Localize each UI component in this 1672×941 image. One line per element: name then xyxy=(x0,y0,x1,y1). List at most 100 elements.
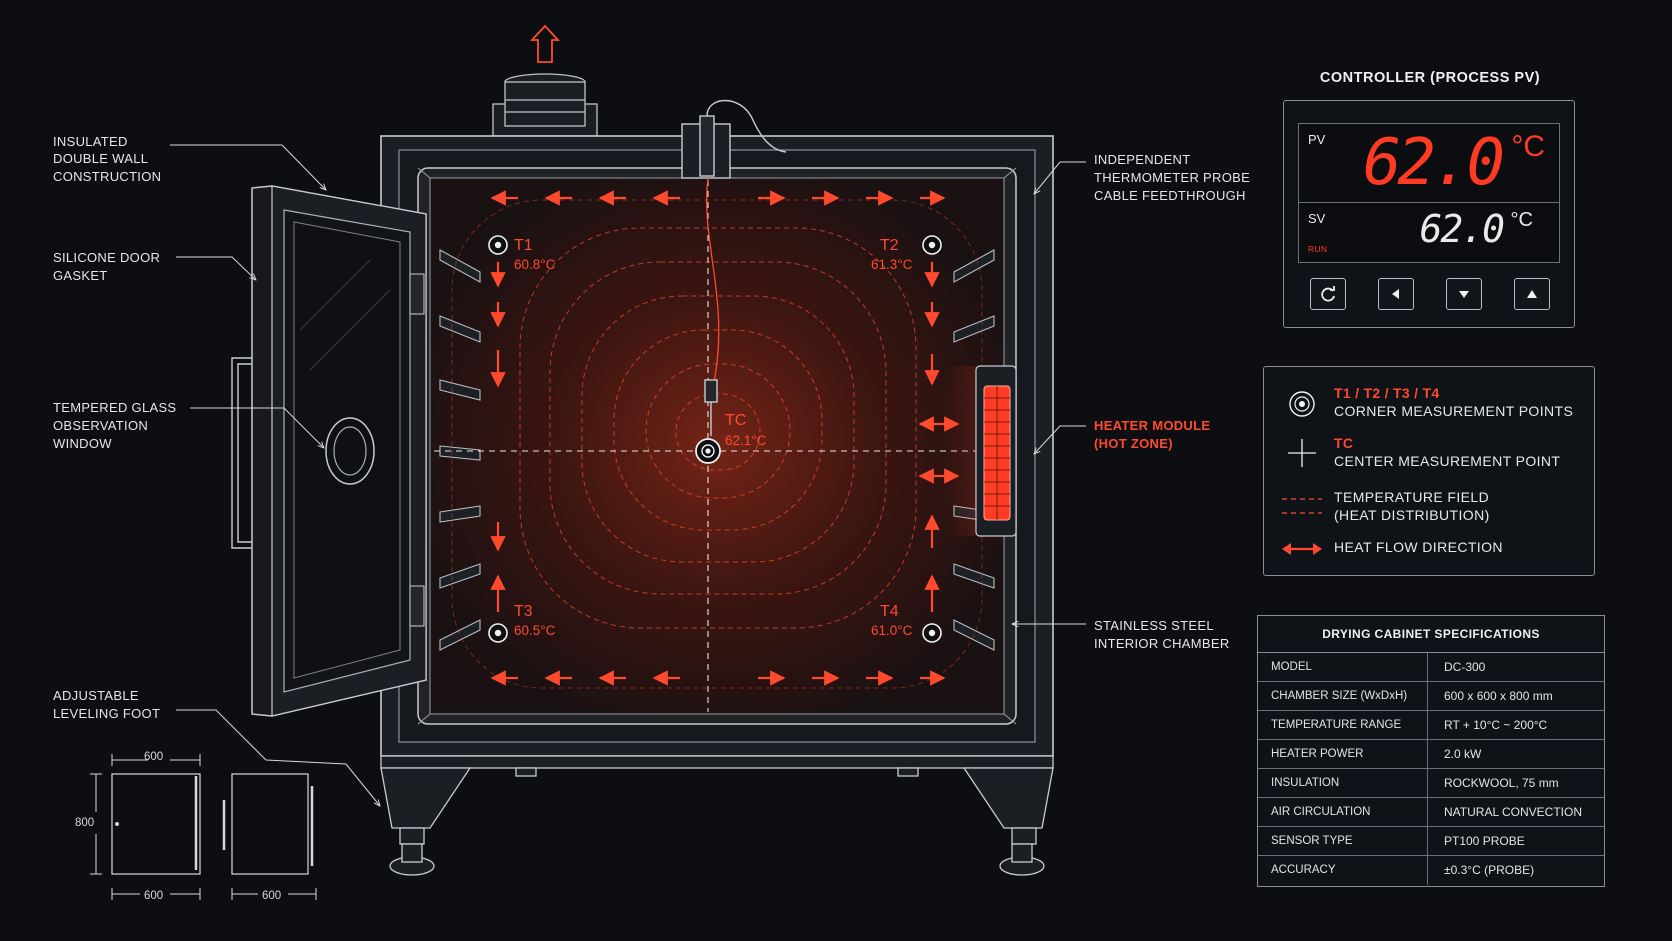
dashed-line-icon xyxy=(1282,498,1322,514)
sv-row: SV 62.0 °C RUN xyxy=(1299,203,1559,263)
spec-value: ROCKWOOL, 75 mm xyxy=(1444,776,1559,790)
spec-key: MODEL xyxy=(1258,653,1428,681)
shelf-supports-left xyxy=(439,249,481,651)
t2-value: 61.3°C xyxy=(871,257,913,272)
svg-text:LEVELING FOOT: LEVELING FOOT xyxy=(53,706,160,721)
side-view-sketch xyxy=(222,773,314,875)
spec-value: 600 x 600 x 800 mm xyxy=(1444,689,1553,703)
svg-text:THERMOMETER PROBE: THERMOMETER PROBE xyxy=(1094,170,1250,185)
svg-text:(HOT ZONE): (HOT ZONE) xyxy=(1094,436,1173,451)
up-button[interactable] xyxy=(1514,278,1550,310)
pv-row: PV 62.0 °C xyxy=(1299,124,1559,203)
legend-flow-desc: HEAT FLOW DIRECTION xyxy=(1334,539,1503,555)
table-row: CHAMBER SIZE (WxDxH) 600 x 600 x 800 mm xyxy=(1258,682,1604,711)
observation-window xyxy=(325,417,375,485)
measurement-point-t3 xyxy=(488,623,508,643)
exhaust-arrow-icon xyxy=(529,24,561,63)
down-button[interactable] xyxy=(1446,278,1482,310)
left-button[interactable] xyxy=(1378,278,1414,310)
controller-panel: PV 62.0 °C SV 62.0 °C RUN xyxy=(1283,100,1575,328)
spec-key: INSULATION xyxy=(1258,769,1428,797)
t4-label: T4 xyxy=(880,603,899,620)
legend-corner-title: T1 / T2 / T3 / T4 xyxy=(1334,385,1440,401)
svg-text:HEATER MODULE: HEATER MODULE xyxy=(1094,418,1210,433)
table-row: ACCURACY±0.3°C (PROBE) xyxy=(1258,856,1604,885)
spec-value: 2.0 kW xyxy=(1444,747,1482,761)
cabinet-body xyxy=(380,135,1054,769)
down-arrow-icon xyxy=(1459,291,1469,298)
spec-key: TEMPERATURE RANGE xyxy=(1258,711,1428,739)
t2-label: T2 xyxy=(880,237,899,254)
svg-text:TEMPERED GLASS: TEMPERED GLASS xyxy=(53,400,176,415)
table-row: SENSOR TYPE PT100 PROBE xyxy=(1258,827,1604,856)
table-row: HEATER POWER 2.0 kW xyxy=(1258,740,1604,769)
crosshair-icon xyxy=(1288,439,1316,467)
cycle-button[interactable] xyxy=(1310,278,1346,310)
dim-depth-bottom: 600 xyxy=(262,890,281,902)
double-arrow-icon xyxy=(1282,543,1322,555)
left-arrow-icon xyxy=(1392,289,1399,299)
table-row: MODEL DC-300 xyxy=(1258,653,1604,682)
tc-value: 62.1°C xyxy=(725,433,767,448)
t3-value: 60.5°C xyxy=(514,623,556,638)
sv-label: SV xyxy=(1308,211,1326,226)
table-row: INSULATION ROCKWOOL, 75 mm xyxy=(1258,769,1604,798)
svg-text:INDEPENDENT: INDEPENDENT xyxy=(1094,152,1190,167)
callout-glass: TEMPERED GLASS OBSERVATION WINDOW xyxy=(53,400,176,451)
callout-foot: ADJUSTABLE LEVELING FOOT xyxy=(53,688,160,721)
svg-text:STAINLESS STEEL: STAINLESS STEEL xyxy=(1094,618,1214,633)
spec-value: PT100 PROBE xyxy=(1444,834,1525,848)
svg-text:INTERIOR CHAMBER: INTERIOR CHAMBER xyxy=(1094,636,1230,651)
t4-value: 61.0°C xyxy=(871,623,913,638)
specifications-title: DRYING CABINET SPECIFICATIONS xyxy=(1258,616,1604,653)
callout-gasket: SILICONE DOOR GASKET xyxy=(53,250,160,283)
svg-text:CABLE FEEDTHROUGH: CABLE FEEDTHROUGH xyxy=(1094,188,1246,203)
callout-chamber: STAINLESS STEEL INTERIOR CHAMBER xyxy=(1094,618,1230,651)
door-handle[interactable] xyxy=(231,357,252,549)
svg-text:GASKET: GASKET xyxy=(53,268,108,283)
t3-label: T3 xyxy=(514,603,533,620)
svg-text:DOUBLE WALL: DOUBLE WALL xyxy=(53,151,148,166)
controller-display: PV 62.0 °C SV 62.0 °C RUN xyxy=(1298,123,1560,263)
refresh-icon xyxy=(1321,286,1335,302)
spec-value: DC-300 xyxy=(1444,660,1486,674)
specifications-table: DRYING CABINET SPECIFICATIONS MODEL DC-30… xyxy=(1257,615,1605,887)
svg-text:INSULATED: INSULATED xyxy=(53,134,128,149)
sv-unit: °C xyxy=(1510,209,1533,231)
heater-module xyxy=(944,365,1017,537)
run-status: RUN xyxy=(1308,244,1328,254)
temperature-field-contours xyxy=(451,199,983,689)
legend-field-line1: TEMPERATURE FIELD xyxy=(1334,489,1490,505)
dim-height: 800 xyxy=(75,817,94,829)
up-arrow-icon xyxy=(1527,290,1537,298)
spec-key: CHAMBER SIZE (WxDxH) xyxy=(1258,682,1428,710)
legend-panel: T1 / T2 / T3 / T4 CORNER MEASUREMENT POI… xyxy=(1263,366,1595,576)
legend-field-line2: (HEAT DISTRIBUTION) xyxy=(1334,507,1490,523)
dimension-lines xyxy=(90,754,317,900)
legend-center-title: TC xyxy=(1334,435,1354,451)
controller-title: CONTROLLER (PROCESS PV) xyxy=(1319,70,1541,86)
legend-center-desc: CENTER MEASUREMENT POINT xyxy=(1334,453,1561,469)
front-view-sketch xyxy=(111,773,201,875)
leveling-feet xyxy=(380,767,1054,876)
t1-value: 60.8°C xyxy=(514,257,556,272)
dim-width-bottom: 600 xyxy=(144,890,163,902)
svg-text:CONSTRUCTION: CONSTRUCTION xyxy=(53,169,161,184)
pv-label: PV xyxy=(1308,132,1326,147)
svg-text:SILICONE DOOR: SILICONE DOOR xyxy=(53,250,160,265)
measurement-point-tc xyxy=(695,438,721,464)
spec-value: NATURAL CONVECTION xyxy=(1444,805,1583,819)
spec-key: SENSOR TYPE xyxy=(1258,827,1428,855)
pv-value: 62.0 xyxy=(1362,126,1505,200)
dim-width-front: 600 xyxy=(144,751,163,763)
tc-label: TC xyxy=(725,412,746,429)
spec-key: HEATER POWER xyxy=(1258,740,1428,768)
callout-probe: INDEPENDENT THERMOMETER PROBE CABLE FEED… xyxy=(1094,152,1250,203)
table-row: TEMPERATURE RANGE RT + 10°C ~ 200°C xyxy=(1258,711,1604,740)
t1-label: T1 xyxy=(514,237,533,254)
callout-heater: HEATER MODULE (HOT ZONE) xyxy=(1094,418,1210,451)
spec-value: ±0.3°C (PROBE) xyxy=(1444,863,1535,877)
spec-value: RT + 10°C ~ 200°C xyxy=(1444,718,1548,732)
